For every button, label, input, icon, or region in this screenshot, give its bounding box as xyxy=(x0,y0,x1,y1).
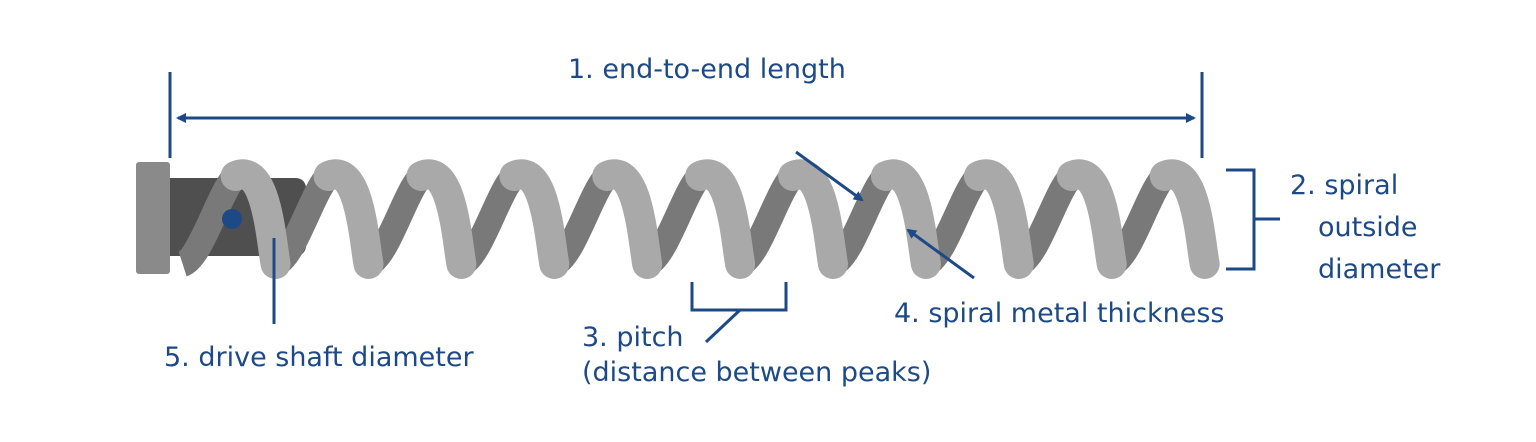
drive-shaft-diameter-label: 5. drive shaft diameter xyxy=(164,342,474,373)
spiral-front-strand xyxy=(1056,159,1127,279)
pitch-label-line2: (distance between peaks) xyxy=(582,357,932,389)
spiral-front-strand xyxy=(313,159,384,279)
spiral-front-strand xyxy=(592,159,663,279)
outside-diameter-label-line1: 2. spiral xyxy=(1290,170,1399,201)
spiral-front-strand xyxy=(499,159,570,279)
spiral-front-strand xyxy=(778,159,849,279)
pitch-label: 3. pitch (distance between peaks) xyxy=(582,320,931,390)
pitch-bracket xyxy=(690,282,788,344)
outside-diameter-label-line2: outside xyxy=(1318,211,1418,243)
outside-diameter-label: 2. spiral outside diameter xyxy=(1290,165,1440,291)
spiral-front-strand xyxy=(963,159,1034,279)
end-to-end-length-label: 1. end-to-end length xyxy=(568,54,846,85)
shaft-callout-dot xyxy=(222,209,242,229)
metal-thickness-label: 4. spiral metal thickness xyxy=(894,298,1225,329)
spiral-front-strand xyxy=(870,159,941,279)
thickness-arrow-lower xyxy=(906,228,975,280)
thickness-arrow-upper xyxy=(795,150,864,202)
spiral-front-strands xyxy=(220,159,1220,279)
spiral-front-strand xyxy=(685,159,756,279)
outside-diameter-label-line3: diameter xyxy=(1318,253,1441,285)
spiral-front-strand xyxy=(406,159,477,279)
pitch-label-line1: 3. pitch xyxy=(582,322,684,353)
end-cap xyxy=(136,162,170,274)
diameter-bracket xyxy=(1226,168,1280,271)
spiral-front-strand xyxy=(1149,159,1220,279)
